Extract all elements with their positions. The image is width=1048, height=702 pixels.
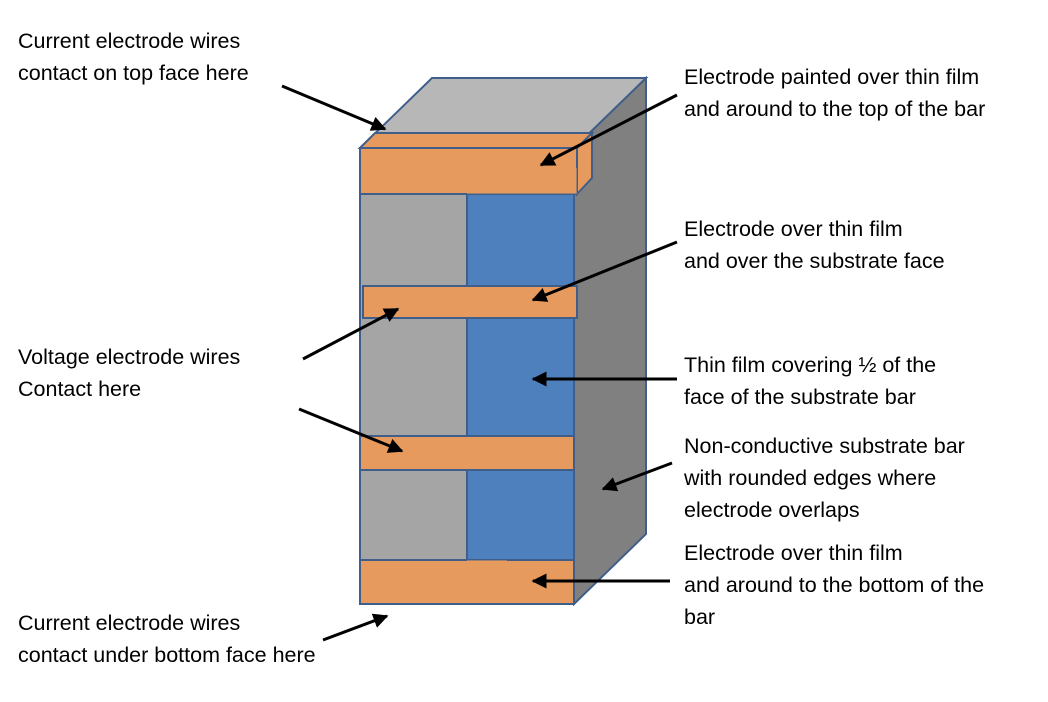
thin-film bbox=[466, 147, 575, 605]
label-electrode-bottom: Electrode over thin film and around to t… bbox=[684, 541, 990, 629]
arrow-current-top bbox=[281, 84, 387, 131]
label-electrode-painted: Electrode painted over thin film and aro… bbox=[684, 65, 985, 121]
arrow-voltage-lower bbox=[298, 407, 404, 453]
electrode-top bbox=[357, 130, 595, 197]
electrode-top-wrap bbox=[467, 168, 577, 194]
label-current-bottom: Current electrode wires contact under bo… bbox=[18, 611, 316, 667]
electrode-top-rim bbox=[357, 132, 595, 149]
arrow-substrate bbox=[601, 461, 673, 492]
label-voltage: Voltage electrode wires Contact here bbox=[18, 345, 246, 401]
arrow-electrode-painted bbox=[539, 93, 678, 167]
arrows bbox=[281, 84, 678, 642]
electrode-bottom-wrap bbox=[467, 560, 507, 584]
label-current-top: Current electrode wires contact on top f… bbox=[18, 29, 249, 85]
electrode-voltage-lower bbox=[359, 435, 575, 471]
arrow-current-bottom bbox=[322, 613, 389, 642]
label-electrode-over-film: Electrode over thin film and over the su… bbox=[684, 217, 945, 273]
label-substrate: Non-conductive substrate bar with rounde… bbox=[683, 434, 971, 522]
label-thin-film: Thin film covering ½ of the face of the … bbox=[684, 353, 942, 409]
arrow-electrode-over-film bbox=[531, 240, 678, 302]
arrow-voltage-upper bbox=[302, 307, 400, 361]
electrode-voltage-upper bbox=[362, 285, 578, 319]
